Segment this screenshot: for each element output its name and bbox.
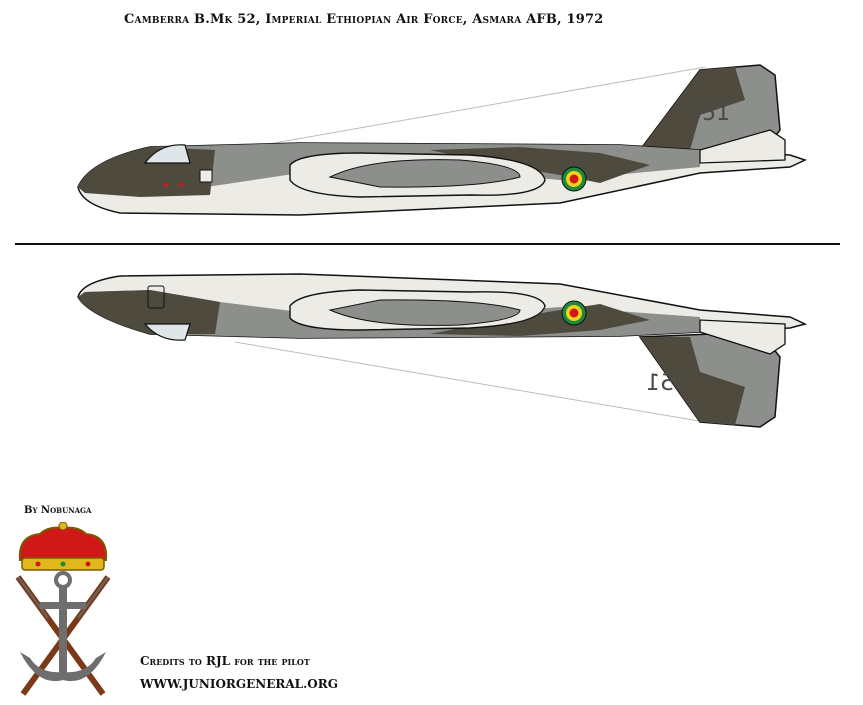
naval-emblem [15, 522, 111, 696]
author-credit: By Nobunaga [24, 505, 92, 516]
serial-number: 351 [688, 101, 730, 126]
aircraft-profile-bottom: 351 [77, 273, 808, 428]
serial-number-mirrored: 351 [646, 371, 688, 396]
aircraft-profile-top: 351 [77, 64, 808, 216]
anchor-icon [20, 571, 106, 682]
section-divider [15, 243, 840, 245]
page-title: Camberra B.Mk 52, Imperial Ethiopian Air… [124, 12, 604, 27]
roundel-icon [561, 300, 587, 326]
website-text: WWW.JUNIORGENERAL.ORG [140, 677, 338, 691]
crown-icon [18, 522, 108, 571]
roundel-icon [561, 166, 587, 192]
credits-text: Credits to RJL for the pilot [140, 654, 310, 668]
